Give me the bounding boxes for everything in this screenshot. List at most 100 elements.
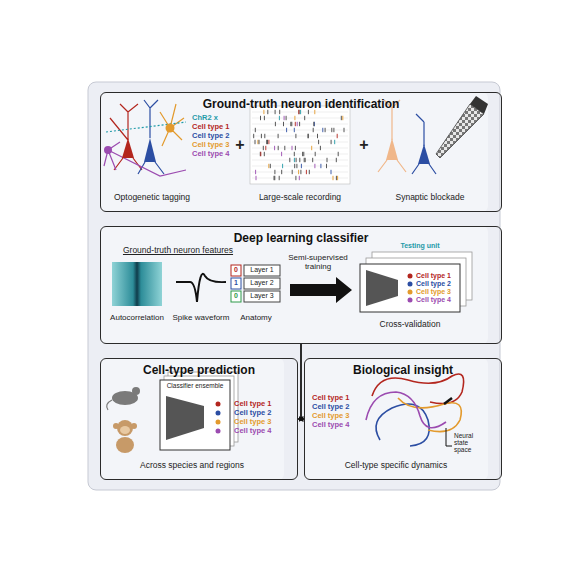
- illustration-line: [295, 134, 296, 138]
- illustration-circle: [216, 402, 221, 407]
- illustration-circle: [131, 423, 137, 429]
- illustration-line: [331, 170, 332, 174]
- illustration-line: [326, 164, 327, 168]
- illustration-line: [282, 164, 283, 168]
- illustration-line: [342, 116, 343, 120]
- training-arrow: [290, 277, 352, 303]
- cell-body: [122, 138, 134, 158]
- illustration-line: [264, 134, 265, 138]
- illustration-line: [294, 116, 295, 120]
- illustration-line: [264, 116, 265, 120]
- text-label: Semi-supervised training: [282, 254, 354, 272]
- illustration-line: [317, 134, 318, 138]
- raster-frame: [250, 106, 350, 184]
- spike-waveform: [176, 274, 226, 302]
- text-label: ChR2 x: [192, 114, 218, 122]
- illustration-circle: [216, 411, 221, 416]
- illustration-line: [295, 176, 296, 180]
- illustration-line: [291, 122, 292, 126]
- illustration-line: [318, 140, 319, 144]
- text-label: Spike waveform: [173, 314, 230, 323]
- illustration-line: [344, 128, 345, 132]
- layer-boxes: [231, 265, 280, 302]
- illustration-line: [300, 170, 301, 174]
- illustration-line: [289, 158, 290, 162]
- illustration-path: [107, 400, 112, 410]
- illustration-path: [412, 114, 436, 174]
- cell-body: [144, 138, 156, 162]
- pipette: [436, 104, 484, 158]
- illustration-line: [296, 164, 297, 168]
- cell-body: [166, 124, 175, 133]
- panel-heading: Biological insight: [305, 363, 501, 377]
- text-label: Cell type 4: [234, 427, 272, 435]
- illustration-line: [337, 134, 338, 138]
- ensemble-frame: [160, 380, 230, 450]
- illustration-line: [281, 170, 282, 174]
- illustration-line: [275, 122, 276, 126]
- illustration-line: [292, 146, 293, 150]
- spike-raster: [252, 110, 348, 180]
- illustration-line: [265, 146, 266, 150]
- illustration-line: [260, 152, 261, 156]
- illustration-line: [304, 116, 305, 120]
- illustration-line: [256, 176, 257, 180]
- illustration-line: [341, 116, 342, 120]
- illustration-line: [313, 122, 314, 126]
- illustration-line: [290, 122, 291, 126]
- illustration-line: [303, 152, 304, 156]
- state-trajectories: [366, 374, 464, 446]
- panel-heading: Cell-type prediction: [101, 363, 297, 377]
- illustration-line: [286, 128, 287, 132]
- illustration-path: [444, 398, 452, 404]
- text-label: Layer 2: [250, 279, 273, 287]
- illustration-line: [255, 170, 256, 174]
- illustration-line: [252, 166, 348, 167]
- illustration-line: [252, 118, 348, 119]
- illustration-line: [252, 136, 348, 137]
- illustration-line: [308, 134, 309, 138]
- illustration-rect: [244, 265, 280, 276]
- illustration-line: [274, 170, 275, 174]
- illustration-line: [338, 152, 339, 156]
- illustration-line: [313, 128, 314, 132]
- text-label: Cell type 2: [234, 409, 272, 417]
- text-label: Cross-validation: [380, 320, 441, 329]
- illustration-line: [274, 146, 275, 150]
- illustration-line: [325, 128, 326, 132]
- illustration-rect: [231, 265, 241, 276]
- text-label: Cell type 3: [234, 418, 272, 426]
- illustration-line: [331, 128, 332, 132]
- panel-heading: Ground-truth neuron identification: [101, 97, 501, 111]
- illustration-line: [299, 158, 300, 162]
- output-dots: [216, 402, 221, 434]
- text-label: Cell type 4: [312, 421, 350, 429]
- illustration-line: [252, 148, 348, 149]
- illustration-line: [312, 158, 313, 162]
- illustration-line: [322, 128, 323, 132]
- illustration-circle: [117, 420, 133, 436]
- illustration-ellipse: [116, 437, 134, 453]
- panel-heading: Deep learning classifier: [101, 231, 501, 245]
- illustration-line: [255, 140, 256, 144]
- illustration-circle: [408, 290, 413, 295]
- text-label: +: [359, 136, 368, 154]
- text-label: Synaptic blockade: [396, 193, 465, 202]
- illustration-line: [294, 164, 295, 168]
- network-icon: [166, 396, 204, 440]
- text-label: 1: [234, 279, 238, 287]
- text-label: Cell type 1: [312, 394, 350, 402]
- illustration-line: [283, 122, 284, 126]
- illustration-line: [266, 140, 267, 144]
- illustration-line: [253, 134, 254, 138]
- illustration-path: [366, 392, 446, 428]
- network-icon: [366, 270, 398, 306]
- text-label: Optogenetic tagging: [114, 193, 190, 202]
- text-label: Across species and regions: [140, 461, 244, 470]
- illustration-rect: [231, 291, 241, 302]
- monkey-icon: [113, 420, 137, 453]
- illustration-line: [333, 176, 334, 180]
- illustration-line: [311, 146, 312, 150]
- illustration-path: [160, 104, 184, 146]
